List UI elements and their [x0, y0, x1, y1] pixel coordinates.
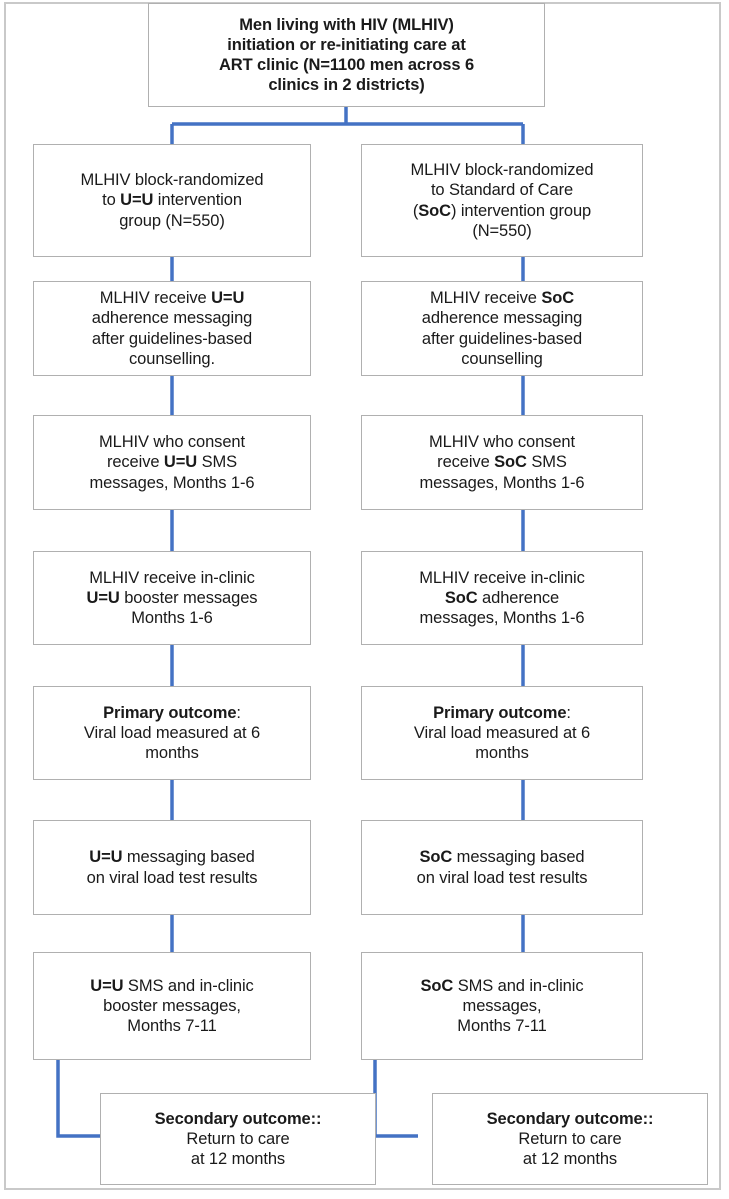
node-primary-outcome-soc[interactable]: Primary outcome:Viral load measured at 6… — [361, 686, 643, 780]
node-enrollment[interactable]: Men living with HIV (MLHIV)initiation or… — [148, 3, 545, 107]
node-primary-outcome-soc-text: Primary outcome:Viral load measured at 6… — [413, 703, 591, 763]
node-primary-outcome-uu-text: Primary outcome:Viral load measured at 6… — [83, 703, 261, 763]
node-primary-outcome-uu[interactable]: Primary outcome:Viral load measured at 6… — [33, 686, 311, 780]
node-enrollment-text: Men living with HIV (MLHIV)initiation or… — [218, 15, 475, 95]
